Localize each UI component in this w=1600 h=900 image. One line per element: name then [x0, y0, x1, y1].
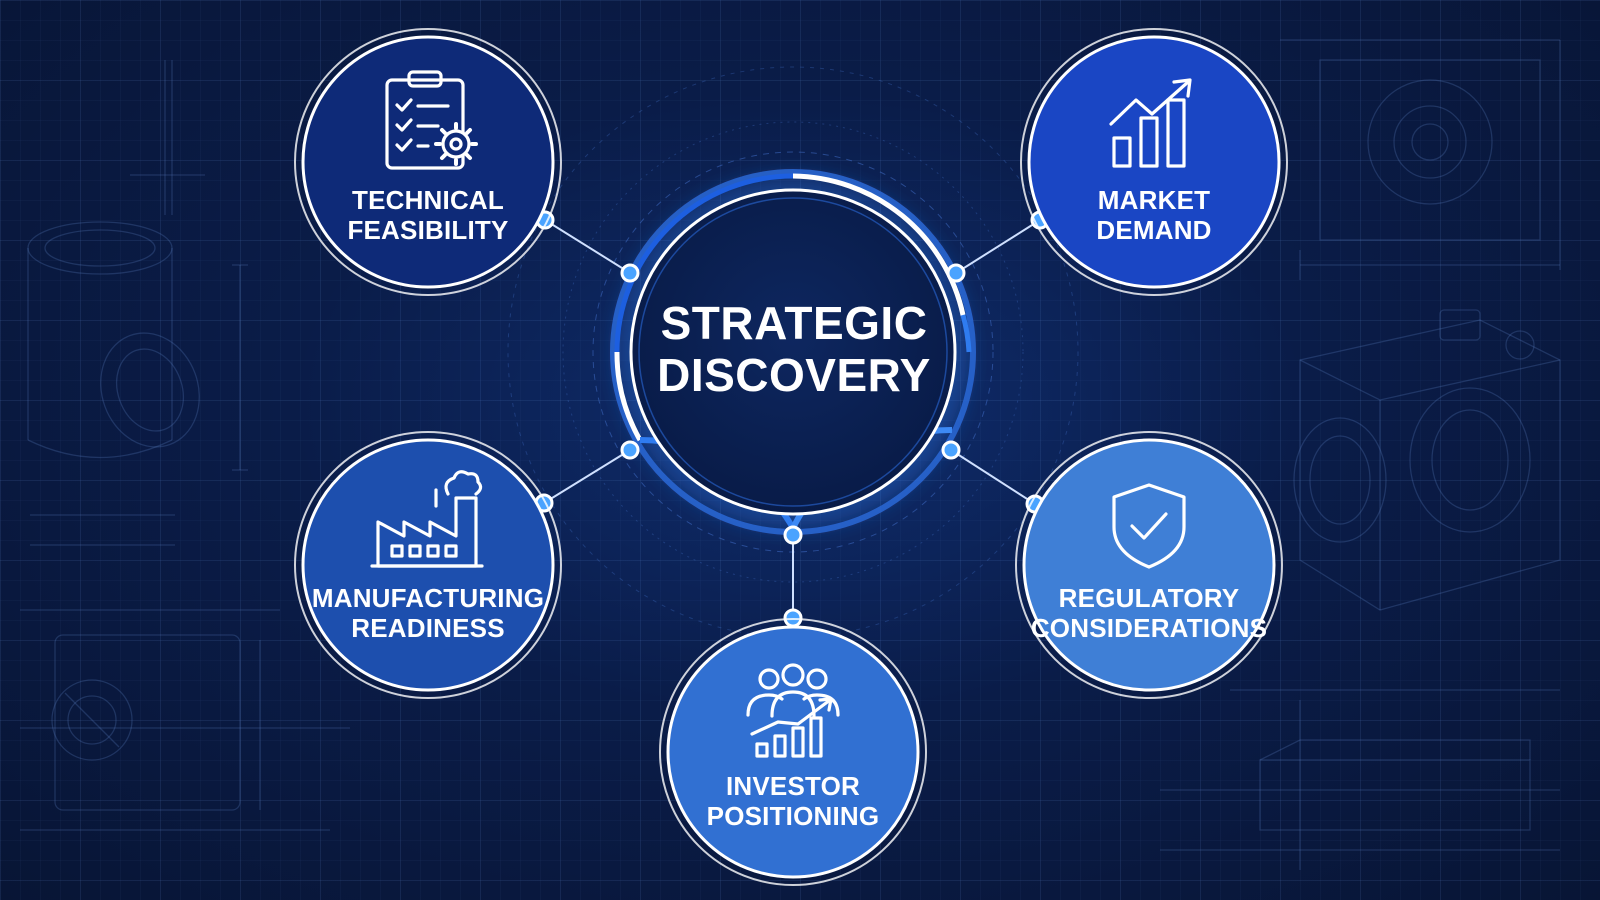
- connector-manufacturing-readiness: [543, 449, 631, 504]
- market-demand-label: MARKET DEMAND: [1044, 185, 1264, 246]
- connector-market-demand: [955, 219, 1041, 274]
- connectors: [543, 219, 1041, 618]
- shield-check-icon: [1112, 483, 1186, 569]
- connector-regulatory-considerations: [950, 449, 1036, 505]
- manufacturing-readiness-line1: MANUFACTURING: [311, 583, 545, 613]
- node-technical-feasibility-circle: [294, 28, 562, 296]
- investor-positioning-label: INVESTOR POSITIONING: [673, 771, 913, 832]
- blueprint-cylinder-drawing: [27, 221, 248, 546]
- connector-technical-feasibility: [544, 219, 631, 274]
- regulatory-considerations-line2: CONSIDERATIONS: [1030, 612, 1268, 643]
- manufacturing-readiness-line2: READINESS: [351, 612, 505, 643]
- dot-hub-manufacturing: [620, 440, 640, 460]
- blueprint-housing-drawing: [1293, 309, 1561, 611]
- blueprint-flange-drawing: [1280, 39, 1561, 280]
- market-demand-line1: MARKET: [1097, 185, 1211, 215]
- center-title-line2: DISCOVERY: [657, 348, 931, 401]
- investor-positioning-line1: INVESTOR: [725, 771, 861, 801]
- dot-hub-technical: [620, 263, 640, 283]
- blueprint-plate-drawing: [20, 609, 350, 831]
- dot-hub-market: [946, 263, 966, 283]
- dot-hub-investor: [783, 525, 803, 545]
- regulatory-considerations-label: REGULATORY CONSIDERATIONS: [1029, 583, 1269, 644]
- dot-hub-regulatory: [941, 440, 961, 460]
- technical-feasibility-label: TECHNICAL FEASIBILITY: [318, 185, 538, 246]
- market-demand-line2: DEMAND: [1096, 214, 1212, 245]
- manufacturing-readiness-label: MANUFACTURING READINESS: [308, 583, 548, 644]
- center-hub: [603, 162, 983, 542]
- center-title-line1: STRATEGIC: [660, 297, 928, 349]
- bar-chart-trend-arrow-icon: [1109, 78, 1192, 168]
- blueprint-shaft-drawing: [130, 60, 205, 215]
- investor-positioning-line2: POSITIONING: [706, 800, 880, 831]
- technical-feasibility-line1: TECHNICAL: [351, 185, 504, 215]
- clipboard-checklist-gear-icon: [385, 70, 478, 170]
- blueprint-bracket-drawing: [1160, 689, 1560, 870]
- regulatory-considerations-line1: REGULATORY: [1058, 583, 1240, 613]
- center-title: STRATEGIC DISCOVERY: [594, 297, 994, 401]
- node-regulatory-considerations-circle: [1015, 431, 1283, 699]
- node-market-demand-circle: [1020, 28, 1288, 296]
- factory-icon: [370, 470, 484, 568]
- people-growth-chart-icon: [746, 663, 840, 758]
- technical-feasibility-line2: FEASIBILITY: [347, 214, 509, 245]
